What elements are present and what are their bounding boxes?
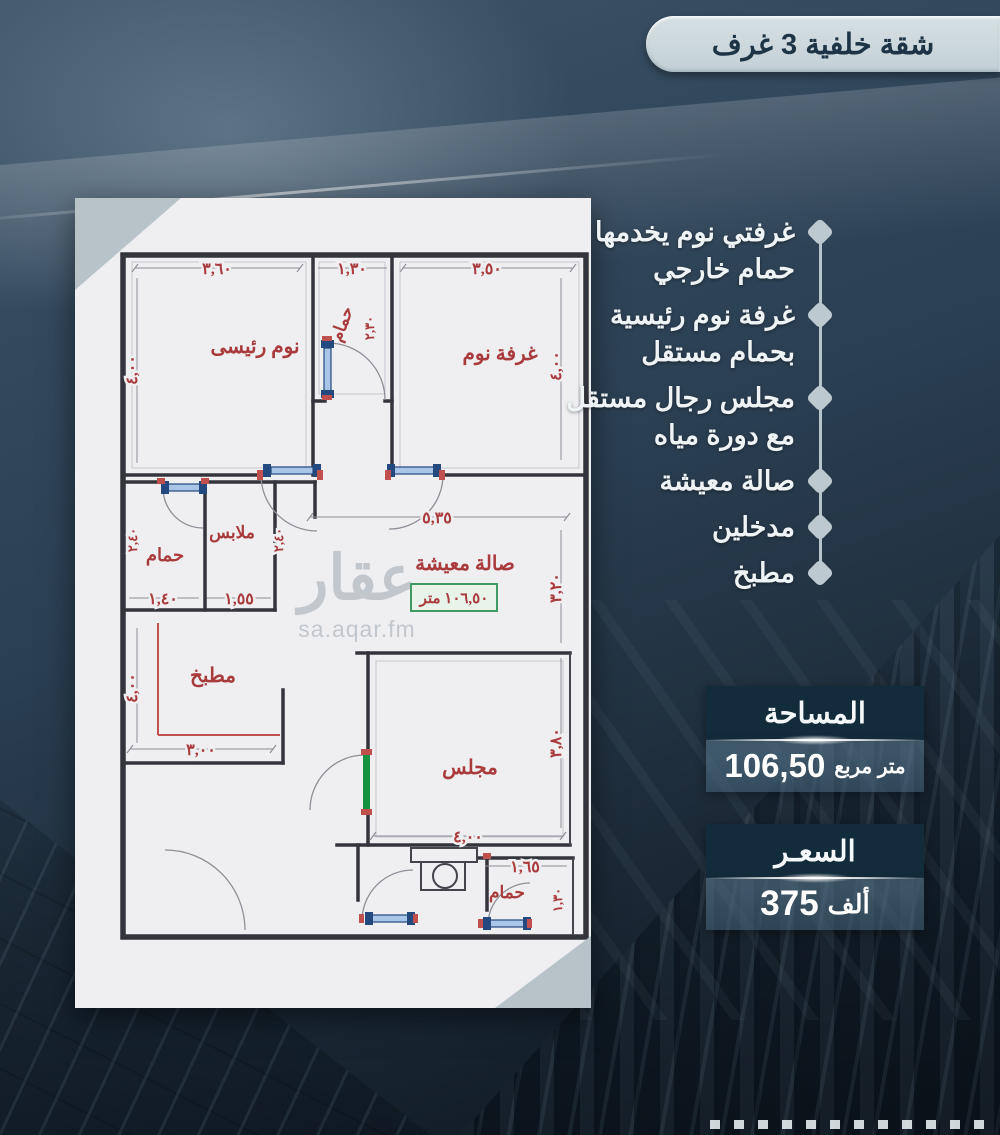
dim-bath-left-height: ٢,٤٠ xyxy=(125,528,140,552)
dim-kitchen-width: ٣,٠٠ xyxy=(186,742,216,759)
room-label-bedroom: غرفة نوم xyxy=(462,343,538,366)
features-list: غرفتي نوم يخدمها حمام خارجي غرفة نوم رئي… xyxy=(566,214,835,601)
area-value: 106,50 xyxy=(724,747,826,784)
room-label-kitchen: مطبخ xyxy=(190,665,236,688)
dim-bath-top-width: ١,٣٠ xyxy=(337,261,367,278)
feature-item-kitchen: مطبخ xyxy=(566,555,835,592)
dim-master-height: ٤,٠٠ xyxy=(124,355,141,385)
dim-closet-width: ١,٥٥ xyxy=(224,591,254,608)
floorplan-drawing: ٣,٦٠ ٤,٠٠ ١,٣٠ ٢,٣٠ ٣,٥٠ ٤,٠٠ ٥,٣٥ ٣,٢٠ … xyxy=(120,252,589,940)
listing-type-banner: شقة خلفية 3 غرف xyxy=(646,16,1000,72)
dim-bath-bottom-width: ١,٦٥ xyxy=(510,859,540,876)
price-header: السعـر xyxy=(706,824,924,878)
kitchen-red-lines xyxy=(157,623,280,736)
door-arc-hall-left xyxy=(260,474,318,532)
feature-text: حمام خارجي xyxy=(653,254,795,284)
diamond-bullet-icon xyxy=(805,300,835,330)
area-unit: متر مربع xyxy=(834,755,906,778)
door-arc-bathroom-top xyxy=(327,342,386,401)
diamond-bullet-icon xyxy=(805,558,835,588)
feature-item-two-entrances: مدخلين xyxy=(566,509,835,546)
dim-living-height: ٣,٢٠ xyxy=(548,573,565,603)
listing-type-text: شقة خلفية 3 غرف xyxy=(711,28,935,61)
door-arc-bathroom-left xyxy=(162,487,204,529)
feature-text: غرفتي نوم يخدمها xyxy=(594,217,795,247)
dim-bath-left-width: ١,٤٠ xyxy=(148,591,178,608)
feature-item-bedrooms-shared-bath: غرفتي نوم يخدمها حمام خارجي xyxy=(566,214,835,288)
diamond-bullet-icon xyxy=(805,217,835,247)
feature-item-living-hall: صالة معيشة xyxy=(566,463,835,500)
room-labels: نوم رئيسى حمام غرفة نوم حمام ملابس صالة … xyxy=(146,304,538,903)
guide-lines xyxy=(131,261,580,838)
window-bar-hall-right xyxy=(387,464,441,477)
dimension-texts: ٣,٦٠ ٤,٠٠ ١,٣٠ ٢,٣٠ ٣,٥٠ ٤,٠٠ ٥,٣٥ ٣,٢٠ … xyxy=(122,259,568,915)
feature-text: غرفة نوم رئيسية xyxy=(610,300,795,330)
area-info-box: المساحة 106,50 متر مربع xyxy=(706,686,924,792)
feature-item-master-bedroom: غرفة نوم رئيسية بحمام مستقل xyxy=(566,297,835,371)
area-header: المساحة xyxy=(706,686,924,740)
feature-text: مجلس رجال مستقل xyxy=(566,383,795,413)
price-value-row: 375 ألف xyxy=(706,878,924,930)
window-bar-bathroom-left xyxy=(161,481,207,494)
window-bar-bathroom-bottom xyxy=(483,917,531,930)
door-arcs xyxy=(162,342,531,931)
majlis-door-leaf xyxy=(363,755,370,810)
dim-closet-height: ٢,٤٠ xyxy=(271,528,286,552)
red-jamb-marks xyxy=(157,336,532,928)
dim-master-width: ٣,٦٠ xyxy=(202,261,232,278)
feature-item-majlis: مجلس رجال مستقل مع دورة مياه xyxy=(566,380,835,454)
price-label: السعـر xyxy=(774,835,856,868)
feature-text: مطبخ xyxy=(732,558,795,588)
dim-majlis-width: ٤,٠٠ xyxy=(453,829,483,846)
area-value-row: 106,50 متر مربع xyxy=(706,740,924,792)
room-label-bathroom-bottom: حمام xyxy=(489,883,525,903)
feature-text: مدخلين xyxy=(712,512,795,542)
dim-bedroom-height: ٤,٠٠ xyxy=(548,351,565,381)
dim-bedroom-width: ٣,٥٠ xyxy=(472,261,502,278)
dim-bath-top-height: ٢,٣٠ xyxy=(362,316,377,340)
diamond-bullet-icon xyxy=(805,512,835,542)
feature-text: بحمام مستقل xyxy=(641,337,795,367)
dim-kitchen-height: ٤,٠٠ xyxy=(124,673,141,703)
door-arc-entry-bottom xyxy=(361,869,414,922)
room-label-bathroom-top: حمام xyxy=(327,304,358,345)
price-info-box: السعـر 375 ألف xyxy=(706,824,924,930)
door-arc-majlis xyxy=(309,754,366,811)
window-bar-entry-bottom xyxy=(365,912,415,925)
price-unit: ألف xyxy=(827,888,870,919)
building-glass-beams xyxy=(580,600,1000,1020)
door-arc-hall-right xyxy=(388,474,444,530)
dim-bath-bottom-height: ١,٣٠ xyxy=(550,888,565,912)
dim-majlis-height: ٣,٨٠ xyxy=(548,728,565,758)
toilet-icon xyxy=(410,847,478,891)
door-arc-kitchen-entry xyxy=(164,849,246,931)
dimension-lines xyxy=(126,263,577,867)
window-bar-bathroom-top xyxy=(321,340,334,398)
dim-living-width: ٥,٣٥ xyxy=(422,510,452,527)
floorplan-panel: ٣,٦٠ ٤,٠٠ ١,٣٠ ٢,٣٠ ٣,٥٠ ٤,٠٠ ٥,٣٥ ٣,٢٠ … xyxy=(75,198,591,1008)
room-label-master-bedroom: نوم رئيسى xyxy=(210,336,299,359)
price-value: 375 xyxy=(760,884,819,923)
feature-text: صالة معيشة xyxy=(659,466,795,496)
diamond-bullet-icon xyxy=(805,466,835,496)
building-windows-dashes xyxy=(710,1120,996,1129)
diamond-bullet-icon xyxy=(805,383,835,413)
window-bars xyxy=(161,340,531,930)
feature-text: مع دورة مياه xyxy=(653,420,795,450)
room-label-living: صالة معيشة xyxy=(415,553,515,575)
room-label-majlis: مجلس xyxy=(442,757,498,780)
room-label-closet: ملابس xyxy=(209,523,255,543)
walls xyxy=(120,252,589,940)
total-area-badge: ١٠٦,٥٠ متر xyxy=(410,583,498,612)
room-label-bathroom-left: حمام xyxy=(146,545,184,566)
area-label: المساحة xyxy=(764,697,866,730)
total-area-badge-text: ١٠٦,٥٠ متر xyxy=(419,591,489,607)
